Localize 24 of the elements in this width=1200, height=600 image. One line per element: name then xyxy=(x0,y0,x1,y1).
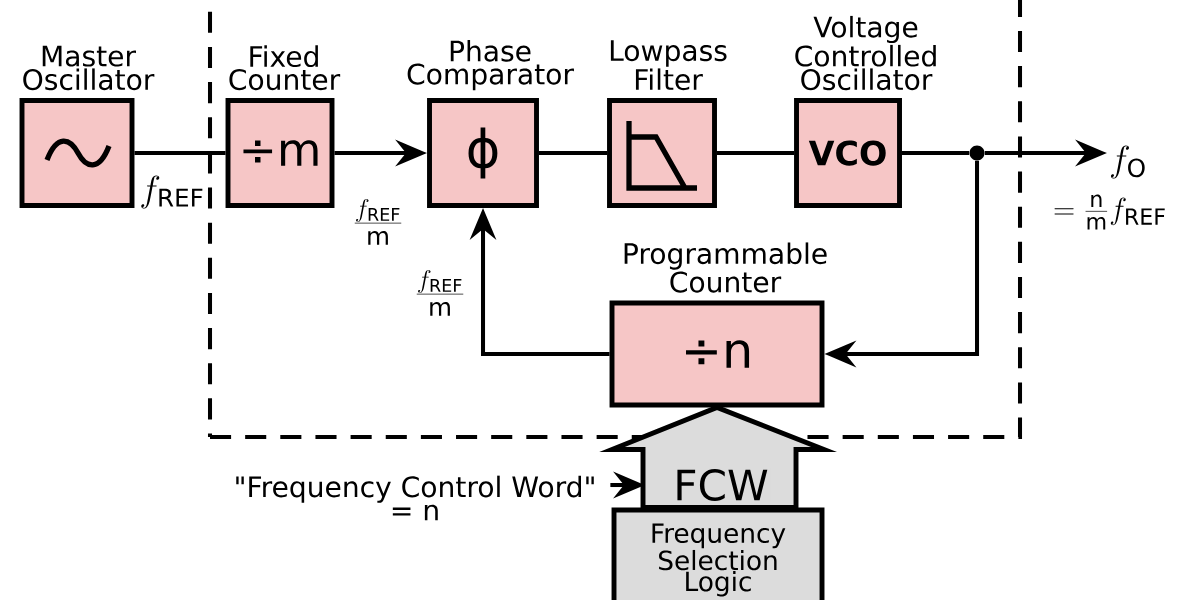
edge-label: $\frac{f_{\mathrm{REF}}}{\mathrm{m}}$ xyxy=(350,197,406,247)
vco-block: VCO xyxy=(794,98,902,208)
connector-line xyxy=(538,151,608,156)
note-text: "Frequency Control Word" = n xyxy=(236,475,594,521)
block-title: Programmable Counter xyxy=(624,242,827,293)
block-title: Voltage Controlled Oscillator xyxy=(795,15,936,91)
connector-line xyxy=(134,151,226,156)
counter-block: ÷n xyxy=(609,300,825,408)
edge-label: $f_{\mathrm{REF}}$ xyxy=(137,174,207,210)
block-title: Master Oscillator xyxy=(23,45,155,91)
output-formula: $=\frac{\mathrm{n}}{\mathrm{m}}f_{\mathrm{REF}}$ xyxy=(1054,194,1165,230)
junction-dot xyxy=(969,145,985,161)
logic-block: Frequency Selection Logic xyxy=(611,507,825,600)
comparator-block: ϕ xyxy=(427,98,539,208)
output-label: $f_{\mathrm{O}}$ xyxy=(1110,145,1145,179)
block-title: Phase Comparator xyxy=(407,39,574,91)
connector-line xyxy=(717,151,795,156)
connector-line xyxy=(902,151,970,156)
block-title: Fixed Counter xyxy=(229,45,341,91)
dashed-boundary xyxy=(208,0,1023,440)
block-title: Lowpass Filter xyxy=(610,40,727,91)
counter-block: ÷m xyxy=(225,98,335,208)
edge-label: FCW xyxy=(671,467,771,503)
edge-label: $\frac{f_{\mathrm{REF}}}{\mathrm{m}}$ xyxy=(412,268,468,318)
